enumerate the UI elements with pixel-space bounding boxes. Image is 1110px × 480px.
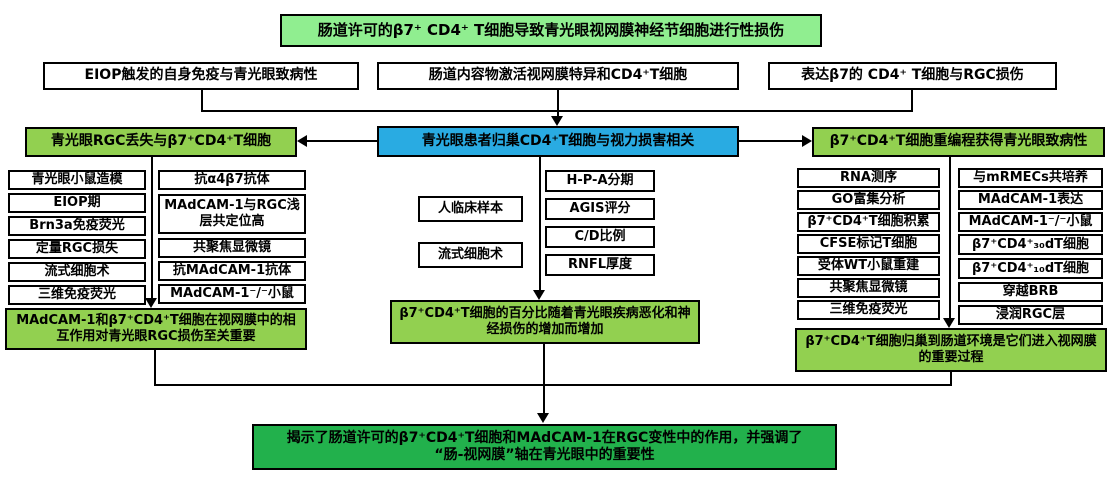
row2-right-node: 表达β7的 CD4⁺ T细胞与RGC损伤: [768, 62, 1057, 90]
connector-center-drop: [539, 157, 541, 291]
right-method-9: MAdCAM-1表达: [958, 190, 1103, 210]
connector-merge-left: [154, 350, 156, 386]
left-method-11: MAdCAM-1⁻/⁻小鼠: [158, 284, 306, 304]
arrowhead-center-conclusion: [533, 290, 545, 300]
right-method-7: 三维免疫荧光: [797, 300, 940, 320]
row2-left-node: EIOP触发的自身免疫与青光眼致病性: [43, 62, 359, 90]
right-method-2: GO富集分析: [797, 190, 940, 210]
left-method-6: 三维免疫荧光: [8, 285, 146, 305]
title-node: 肠道许可的β7⁺ CD4⁺ T细胞导致青光眼视网膜神经节细胞进行性损伤: [280, 14, 822, 47]
connector-right-drop: [949, 157, 951, 319]
row3-right-node: β7⁺CD4⁺T细胞重编程获得青光眼致病性: [812, 127, 1105, 157]
connector-merge-line: [154, 384, 952, 386]
bottom-conclusion-node: 揭示了肠道许可的β7⁺CD4⁺T细胞和MAdCAM-1在RGC变性中的作用，并强…: [252, 424, 837, 470]
arrowhead-left-to-green: [297, 135, 307, 147]
center-method-4: AGIS评分: [545, 198, 655, 220]
right-method-11: β7⁺CD4⁺₃₀dT细胞: [958, 234, 1103, 255]
connector-row2-right-drop: [911, 90, 913, 110]
connector-into-blue: [557, 110, 559, 117]
conclusion-right-node: β7⁺CD4⁺T细胞归巢到肠道环境是它们进入视网膜的重要过程: [795, 328, 1107, 372]
bottom-conclusion-line1: 揭示了肠道许可的β7⁺CD4⁺T细胞和MAdCAM-1在RGC变性中的作用，并强…: [286, 429, 803, 446]
row3-left-node: 青光眼RGC丢失与β7⁺CD4⁺T细胞: [25, 127, 297, 157]
left-method-7: 抗α4β7抗体: [158, 170, 306, 190]
arrowhead-right-conclusion: [943, 318, 955, 328]
center-method-2: 流式细胞术: [418, 242, 523, 268]
connector-merge-center: [543, 344, 545, 413]
center-method-6: RNFL厚度: [545, 254, 655, 276]
left-method-1: 青光眼小鼠造模: [8, 170, 146, 190]
center-method-3: H-P-A分期: [545, 170, 655, 192]
right-method-12: β7⁺CD4⁺₁₀dT细胞: [958, 258, 1103, 279]
left-method-9: 共聚焦显微镜: [158, 238, 306, 258]
left-method-10: 抗MAdCAM-1抗体: [158, 261, 306, 281]
left-method-3: Brn3a免疫荧光: [8, 216, 146, 236]
conclusion-center-node: β7⁺CD4⁺T细胞的百分比随着青光眼疾病恶化和神经损伤的增加而增加: [390, 300, 700, 344]
right-method-1: RNA测序: [797, 168, 940, 188]
connector-left-drop: [151, 157, 153, 299]
right-method-3: β7⁺CD4⁺T细胞积累: [797, 212, 940, 232]
connector-row2-left-drop: [201, 90, 203, 110]
right-method-4: CFSE标记T细胞: [797, 234, 940, 254]
left-method-2: EIOP期: [8, 193, 146, 213]
arrowhead-bottom-conclusion: [537, 413, 549, 423]
row2-center-node: 肠道内容物激活视网膜特异和CD4⁺T细胞: [377, 62, 739, 90]
bottom-conclusion-line2: “肠-视网膜”轴在青光眼中的重要性: [434, 447, 655, 463]
arrowhead-down-into-blue: [551, 116, 563, 126]
row3-center-node: 青光眼患者归巢CD4⁺T细胞与视力损害相关: [377, 126, 739, 157]
connector-blue-to-left: [306, 140, 377, 142]
right-method-13: 穿越BRB: [958, 282, 1103, 302]
arrowhead-right-to-green: [802, 135, 812, 147]
connector-merge-right: [950, 372, 952, 386]
conclusion-left-node: MAdCAM-1和β7⁺CD4⁺T细胞在视网膜中的相互作用对青光眼RGC损伤至关…: [5, 308, 307, 350]
center-method-1: 人临床样本: [418, 196, 523, 222]
connector-blue-to-right: [739, 140, 802, 142]
connector-row2-center-drop: [557, 90, 559, 110]
left-method-8: MAdCAM-1与RGC浅层共定位高: [158, 194, 306, 234]
right-method-14: 浸润RGC层: [958, 305, 1103, 325]
right-method-6: 共聚焦显微镜: [797, 278, 940, 298]
center-method-5: C/D比例: [545, 226, 655, 248]
right-method-5: 受体WT小鼠重建: [797, 256, 940, 276]
right-method-10: MAdCAM-1⁻/⁻小鼠: [958, 212, 1103, 232]
right-method-8: 与mRMECs共培养: [958, 168, 1103, 188]
left-method-4: 定量RGC损失: [8, 239, 146, 259]
arrowhead-left-conclusion: [145, 298, 157, 308]
left-method-5: 流式细胞术: [8, 262, 146, 282]
